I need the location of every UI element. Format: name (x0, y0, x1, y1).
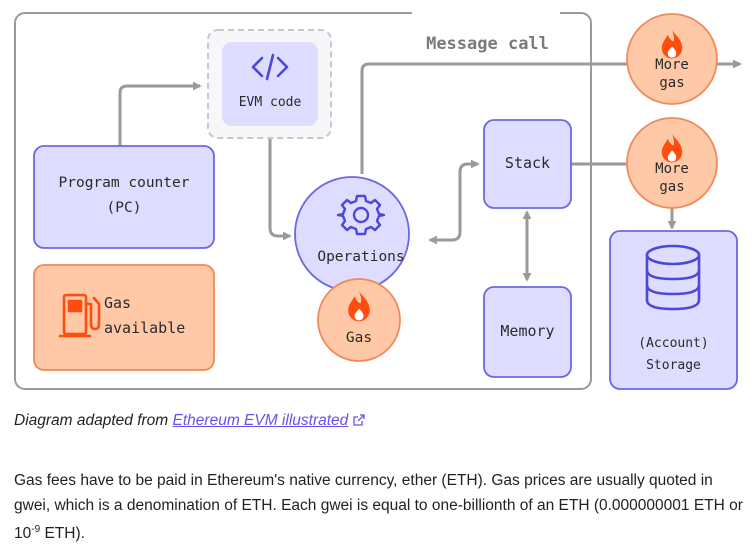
ops-stack-arrow (428, 159, 480, 245)
memory-label: Memory (500, 322, 555, 340)
more-gas-mid-circle (626, 117, 718, 209)
stack-box (483, 119, 572, 209)
paragraph-main-text: Gas fees have to be paid in Ethereum's n… (14, 472, 743, 543)
more-gas-top-circle (626, 13, 718, 105)
gas-label: Gas (345, 330, 373, 346)
stack-label: Stack (504, 154, 551, 172)
external-link-icon[interactable] (352, 414, 365, 426)
evm-code-box (222, 42, 318, 126)
database-icon (645, 244, 701, 311)
gas-available-box (33, 264, 215, 371)
program-counter-box (33, 145, 215, 249)
operations-label: Operations (317, 249, 405, 265)
account-storage-label: (Account) Storage (638, 336, 709, 373)
diagram-canvas (14, 12, 742, 390)
program-counter-label: Program counter (PC) (58, 175, 190, 216)
message-call-arrow (360, 59, 742, 174)
fuel-pump-icon (58, 293, 101, 338)
paragraph-end-text: ETH). (40, 525, 85, 543)
gas-available-label: Gas available (104, 294, 186, 337)
operations-circle (294, 176, 410, 292)
diagram-caption: Diagram adapted from Ethereum EVM illust… (14, 412, 365, 430)
message-call-label: Message call (426, 34, 549, 54)
pc-to-code-arrow (118, 81, 202, 146)
evm-illustrated-link[interactable]: Ethereum EVM illustrated (172, 412, 349, 429)
gas-fees-paragraph: Gas fees have to be paid in Ethereum's n… (14, 469, 744, 547)
evm-frame (14, 12, 592, 390)
caption-prefix: Diagram adapted from (14, 412, 169, 429)
more-gas-mid-label: More gas (655, 161, 689, 195)
more-gas-top-label: More gas (655, 57, 689, 91)
gear-icon (336, 194, 386, 236)
memory-box (483, 286, 572, 378)
evm-diagram: Message call EVM code Program counter (P… (14, 12, 742, 390)
paragraph-exponent: -9 (31, 524, 41, 535)
evm-code-label: EVM code (238, 95, 302, 110)
code-icon (251, 53, 289, 81)
code-to-ops-arrow (268, 138, 292, 241)
